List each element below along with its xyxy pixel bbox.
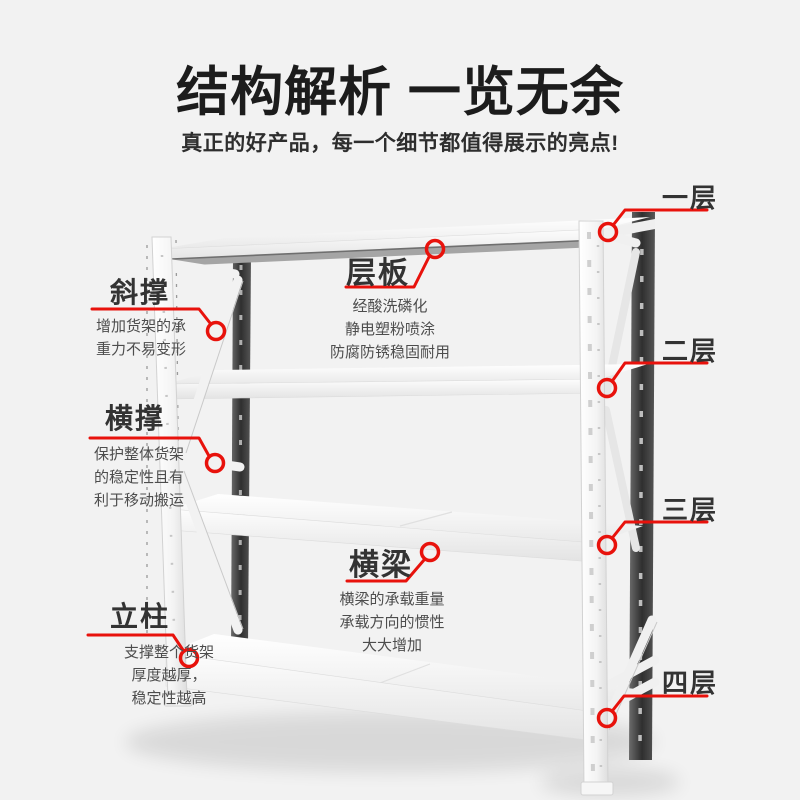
callout-cengban-desc: 经酸洗磷化 静电塑粉喷涂 防腐防锈稳固耐用 — [305, 295, 475, 364]
front-right-post — [578, 220, 614, 796]
callout-dot — [204, 452, 226, 474]
desc-line: 的稳定性且有 — [94, 469, 185, 486]
desc-line: 静电塑粉喷涂 — [344, 321, 435, 338]
callout-hengcheng-label: 横撑 — [105, 403, 166, 434]
desc-line: 防腐防锈稳固耐用 — [329, 344, 450, 361]
callout-dot — [596, 707, 618, 729]
callout-dot — [205, 320, 227, 342]
leader-lizhu — [86, 633, 185, 652]
callout-cengban-label: 层板 — [346, 257, 410, 290]
desc-line: 增加货架的承 — [96, 318, 187, 335]
left-frame-braces — [166, 259, 245, 635]
leader-hengliang — [345, 558, 426, 583]
callout-hengliang-desc: 横梁的承载重量 承载方向的惯性 大大增加 — [307, 588, 477, 657]
desc-line: 承载方向的惯性 — [339, 614, 445, 631]
callout-dot — [178, 647, 200, 669]
callout-dot — [596, 534, 618, 556]
back-right-post — [629, 212, 655, 760]
leader-layer3 — [611, 520, 709, 539]
callout-layer2-label: 二层 — [662, 336, 719, 366]
callout-layer1-label: 一层 — [662, 183, 719, 213]
desc-line: 大大增加 — [361, 637, 422, 654]
callout-layer4-label: 四层 — [662, 668, 719, 698]
shelf-level-1 — [159, 217, 655, 266]
leader-xiecheng — [90, 307, 212, 325]
callout-leader-lines — [86, 208, 709, 712]
desc-line: 支撑整个货架 — [123, 644, 214, 661]
callout-lizhu-label: 立柱 — [110, 601, 171, 632]
desc-line: 利于移动搬运 — [94, 492, 185, 509]
callout-dots — [178, 221, 619, 729]
callout-dot — [419, 541, 441, 563]
page-title: 结构解析 一览无余 — [176, 63, 624, 122]
leader-layer1 — [612, 208, 709, 226]
callout-xiecheng-label: 斜撑 — [110, 277, 171, 308]
callout-dot — [597, 221, 619, 243]
callout-hengliang-label: 横梁 — [349, 549, 413, 582]
desc-line: 重力不易变形 — [96, 341, 187, 358]
callout-dot — [596, 377, 618, 399]
page-subtitle: 真正的好产品，每一个细节都值得展示的亮点! — [181, 132, 619, 155]
callout-dot — [424, 238, 446, 260]
back-left-post — [231, 255, 251, 650]
callout-hengcheng-desc: 保护整体货架 的稳定性且有 利于移动搬运 — [94, 443, 184, 512]
leader-layer4 — [611, 694, 709, 712]
desc-line: 厚度越厚， — [131, 667, 207, 684]
leader-cengban — [344, 255, 431, 289]
shelf-level-2 — [166, 364, 648, 400]
leader-layer2 — [611, 361, 709, 382]
leader-hengcheng — [88, 436, 211, 458]
front-left-post — [151, 236, 193, 707]
desc-line: 稳定性越高 — [131, 690, 207, 707]
desc-line: 横梁的承载重量 — [339, 591, 445, 608]
callout-xiecheng-desc: 增加货架的承 重力不易变形 — [96, 315, 186, 361]
callout-lizhu-desc: 支撑整个货架 厚度越厚， 稳定性越高 — [84, 641, 254, 710]
desc-line: 保护整体货架 — [94, 446, 185, 463]
callout-layer3-label: 三层 — [662, 495, 719, 525]
desc-line: 经酸洗磷化 — [352, 298, 428, 315]
